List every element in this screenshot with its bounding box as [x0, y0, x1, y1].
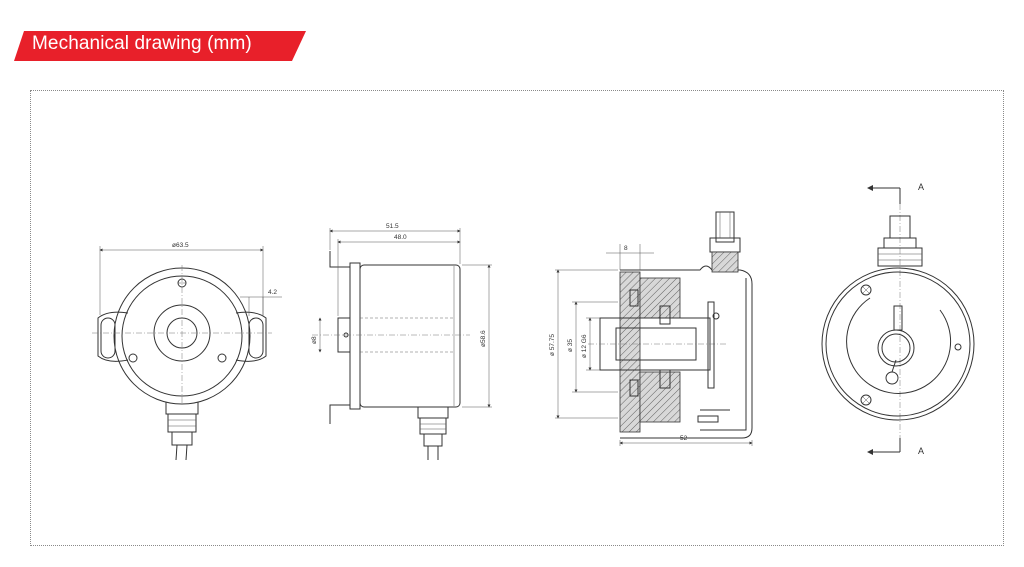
side-dim-body-dia: ø58.6	[480, 330, 487, 347]
side-gland-nut	[417, 407, 449, 419]
rear-inner-arc	[846, 297, 952, 394]
section-view: 8 ø 57.75 ø 35 ø 12 G6 52	[549, 211, 753, 446]
front-view: ø63.5 4.2	[92, 242, 282, 461]
side-view: 51.5 48.0 ø8 ø58.6	[311, 223, 492, 460]
front-dim-diameter: ø63.5	[172, 242, 189, 249]
section-cable-top	[715, 211, 735, 243]
front-cable	[175, 444, 178, 461]
front-left-ear	[97, 311, 129, 362]
drawing-frame	[30, 90, 1004, 546]
side-dim-total-length: 51.5	[386, 223, 399, 230]
rear-screw-top	[860, 284, 872, 296]
side-dim-body-length: 48.0	[394, 234, 407, 241]
side-body	[359, 264, 461, 408]
front-screw-right	[217, 353, 227, 363]
side-flange	[329, 251, 351, 424]
front-gland-nut	[165, 402, 199, 415]
section-housing	[620, 265, 753, 439]
rear-section-label-bottom: A	[918, 446, 924, 456]
header-tab-shape	[14, 31, 306, 61]
section-header-tab: Mechanical drawing (mm)	[14, 31, 306, 61]
rear-slot	[893, 305, 903, 331]
section-pcb	[707, 301, 715, 389]
front-screw-left	[128, 353, 138, 363]
section-dim-length: 52	[680, 435, 688, 442]
rear-outer-circle	[821, 267, 975, 421]
section-dim-bore-dia: ø 35	[567, 339, 574, 352]
front-right-slot	[248, 317, 264, 359]
rear-pin-hole	[954, 343, 962, 351]
section-dim-flange: 8	[624, 245, 628, 252]
front-dim-slot: 4.2	[268, 289, 277, 296]
front-left-slot	[100, 317, 116, 359]
section-dim-hole-dia: ø 12 G6	[581, 334, 588, 358]
rear-view: A A	[821, 182, 975, 456]
side-flange-plate	[349, 262, 361, 410]
rear-clamp-screw	[885, 371, 899, 385]
section-title: Mechanical drawing (mm)	[32, 33, 252, 54]
front-right-ear	[235, 311, 267, 362]
rear-screw-bottom	[860, 394, 872, 406]
section-connector-nut	[709, 237, 741, 253]
section-dim-outer-dia: ø 57.75	[549, 334, 556, 356]
rear-section-label-top: A	[918, 182, 924, 192]
side-dim-shaft-dia: ø8	[311, 336, 318, 344]
section-flange-left	[619, 271, 641, 433]
